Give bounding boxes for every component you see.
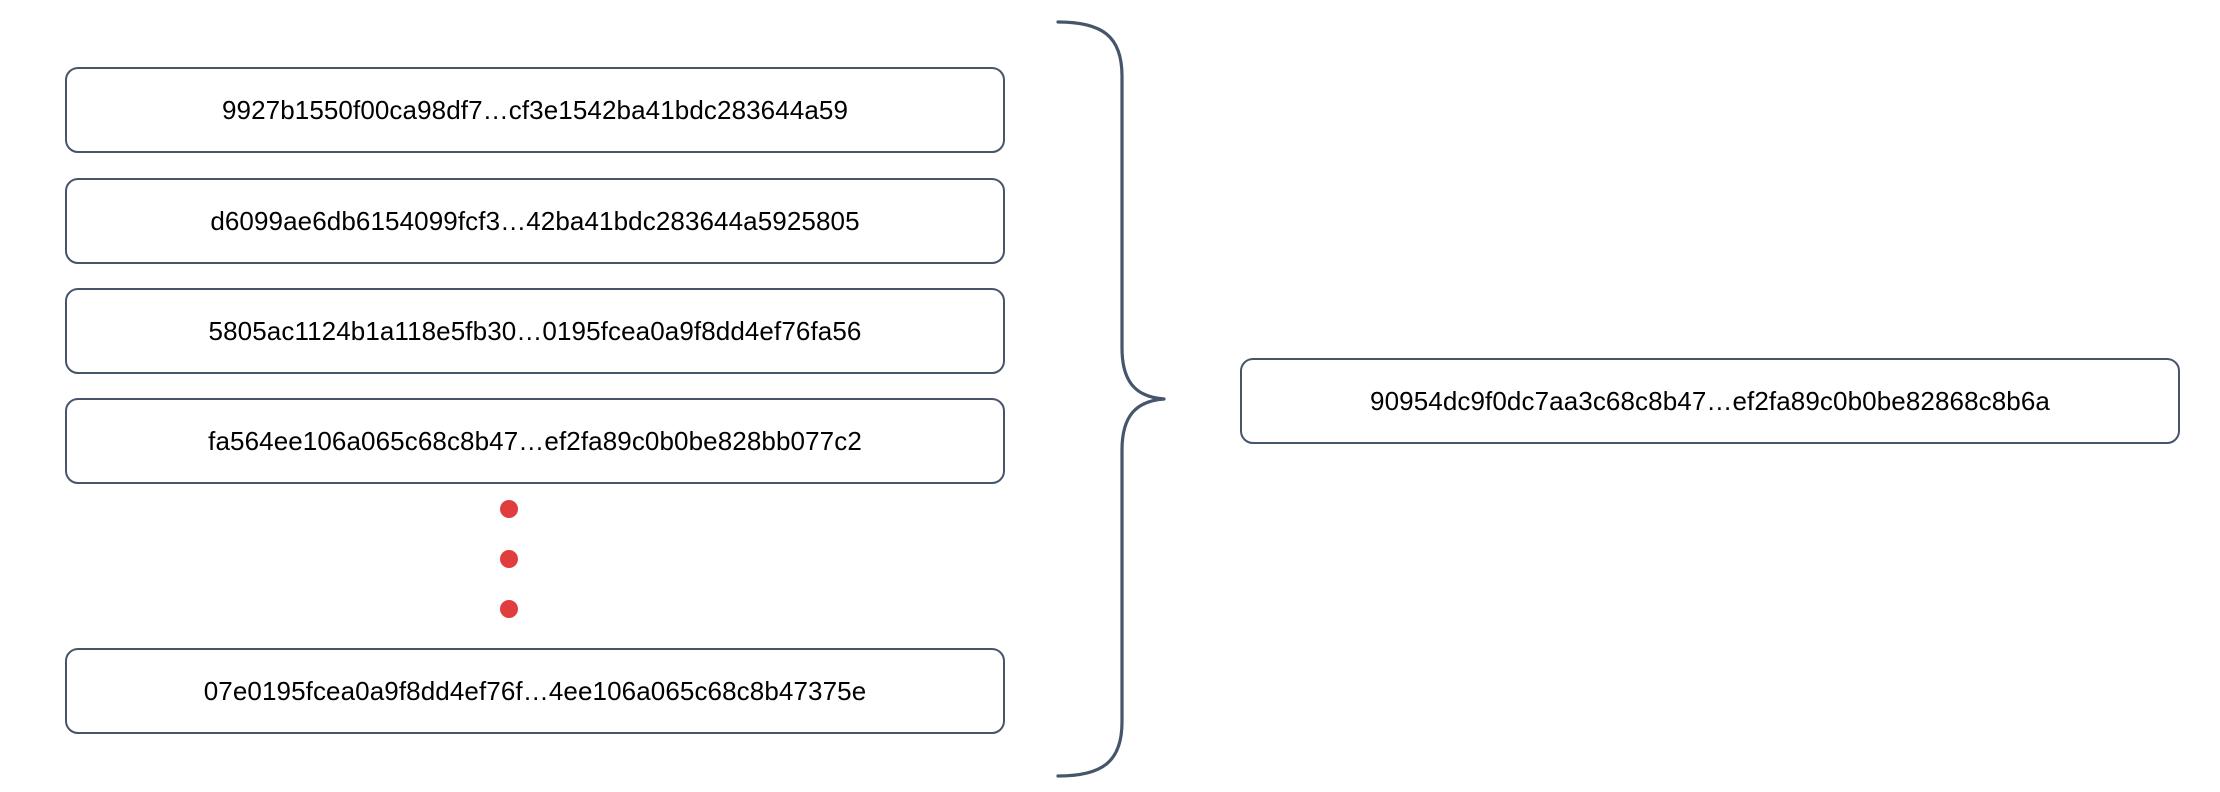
input-hash-box: 9927b1550f00ca98df7…cf3e1542ba41bdc28364…: [65, 67, 1005, 153]
curly-brace-icon: [1040, 18, 1170, 780]
output-hash-box: 90954dc9f0dc7aa3c68c8b47…ef2fa89c0b0be82…: [1240, 358, 2180, 444]
input-hash-box: d6099ae6db6154099fcf3…42ba41bdc283644a59…: [65, 178, 1005, 264]
vertical-ellipsis-icon: [500, 500, 520, 620]
input-hash-text: fa564ee106a065c68c8b47…ef2fa89c0b0be828b…: [208, 425, 862, 456]
input-hash-box: 5805ac1124b1a118e5fb30…0195fcea0a9f8dd4e…: [65, 288, 1005, 374]
input-hash-box: 07e0195fcea0a9f8dd4ef76f…4ee106a065c68c8…: [65, 648, 1005, 734]
ellipsis-dot: [500, 550, 518, 568]
input-hash-text: 07e0195fcea0a9f8dd4ef76f…4ee106a065c68c8…: [203, 675, 867, 706]
input-hash-text: 5805ac1124b1a118e5fb30…0195fcea0a9f8dd4e…: [208, 315, 862, 346]
input-hash-text: 9927b1550f00ca98df7…cf3e1542ba41bdc28364…: [221, 94, 849, 125]
output-hash-text: 90954dc9f0dc7aa3c68c8b47…ef2fa89c0b0be82…: [1370, 385, 2050, 416]
input-hash-text: d6099ae6db6154099fcf3…42ba41bdc283644a59…: [210, 205, 860, 236]
ellipsis-dot: [500, 600, 518, 618]
input-hash-box: fa564ee106a065c68c8b47…ef2fa89c0b0be828b…: [65, 398, 1005, 484]
ellipsis-dot: [500, 500, 518, 518]
